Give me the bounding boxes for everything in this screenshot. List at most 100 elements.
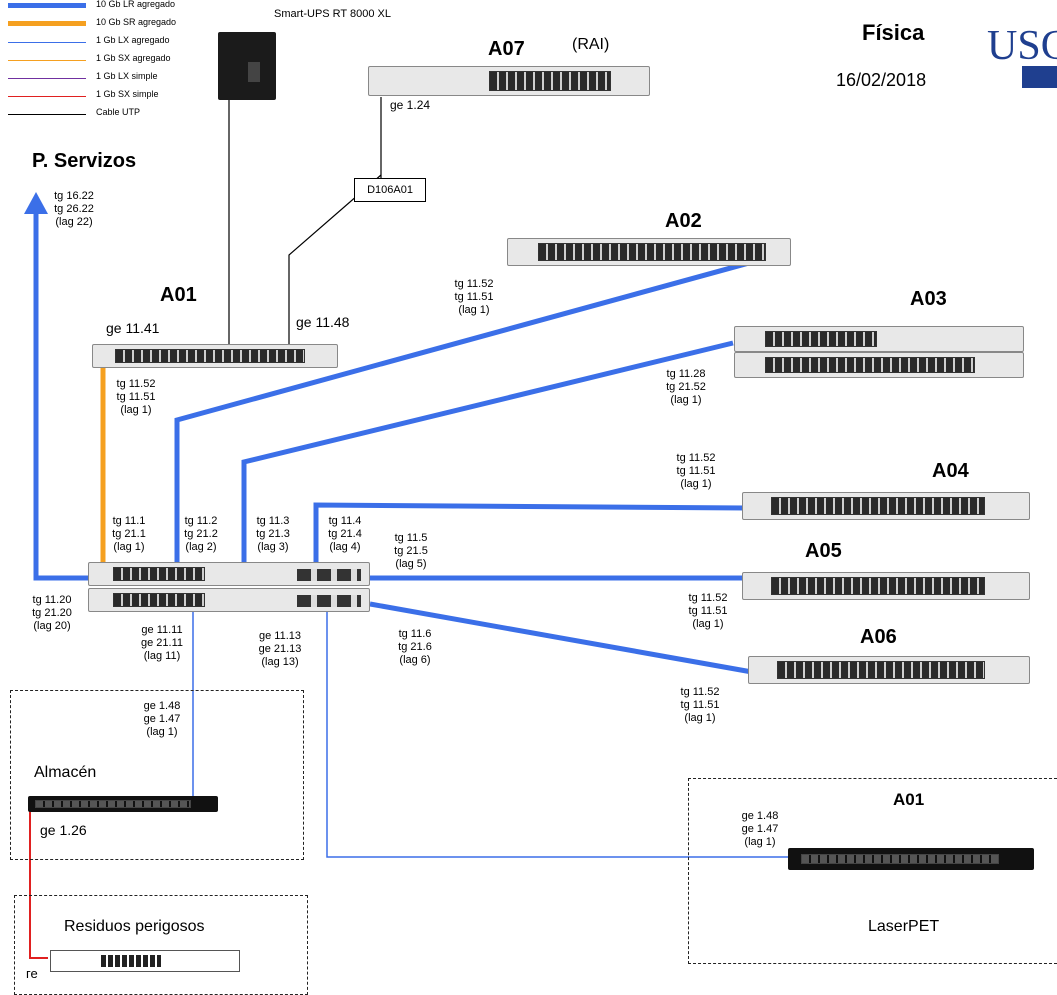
legend-swatch [8, 42, 86, 43]
a07-port-label: ge 1.24 [390, 98, 431, 112]
switch-a07[interactable] [368, 66, 650, 96]
switch-ports [765, 357, 975, 373]
switch-ports [113, 593, 205, 607]
legend-label: 10 Gb LR agregado [96, 0, 176, 9]
zone-almacen-label: Almacén [34, 764, 97, 781]
node-a06: A06 [860, 626, 897, 648]
switch-ports [538, 243, 766, 261]
switch-uplinks [297, 569, 361, 581]
legend: 10 Gb LR agregado 10 Gb SR agregado 1 Gb… [0, 0, 210, 130]
legend-swatch [8, 21, 86, 26]
legend-swatch [8, 60, 86, 61]
switch-ports [771, 497, 985, 515]
legend-row: 10 Gb SR agregado [0, 16, 200, 34]
a01-port-right: ge 11.48 [296, 314, 350, 330]
page-title: Física [862, 20, 925, 45]
switch-ports [777, 661, 985, 679]
arrow-servizos [24, 192, 48, 214]
legend-swatch [8, 114, 86, 115]
legend-label: 1 Gb SX simple [96, 89, 159, 99]
switch-a06[interactable] [748, 656, 1030, 684]
patch-panel-label: D106A01 [367, 184, 413, 196]
legend-row: 1 Gb LX simple [0, 70, 200, 88]
almacen-port-label: ge 1.26 [40, 822, 87, 838]
logo-block [1022, 66, 1057, 88]
node-a01: A01 [160, 284, 197, 306]
legend-label: Cable UTP [96, 107, 141, 117]
switch-uplinks [297, 595, 361, 607]
ups-icon [218, 32, 276, 100]
zone-almacen [10, 690, 304, 860]
switch-a01[interactable] [92, 344, 338, 368]
switch-ports [115, 349, 305, 363]
node-servizos: P. Servizos [32, 150, 137, 172]
core-switch-top[interactable] [88, 562, 370, 586]
switch-residuos[interactable] [50, 950, 240, 972]
legend-label: 1 Gb LX simple [96, 71, 158, 81]
legend-row: 10 Gb LR agregado [0, 0, 200, 16]
zone-laserpet-label: LaserPET [868, 918, 940, 935]
switch-a03-bottom[interactable] [734, 352, 1024, 378]
switch-ports [801, 854, 999, 864]
legend-label: 10 Gb SR agregado [96, 17, 177, 27]
legend-swatch [8, 78, 86, 79]
switch-almacen[interactable] [28, 796, 218, 812]
switch-laserpet[interactable] [788, 848, 1034, 870]
patch-panel-d106a01[interactable]: D106A01 [354, 178, 426, 202]
date-label: 16/02/2018 [836, 70, 927, 90]
node-a03: A03 [910, 288, 947, 310]
switch-ports [101, 955, 161, 967]
link-a04 [313, 502, 747, 566]
link-a03 [241, 340, 734, 566]
ups-label: Smart-UPS RT 8000 XL [274, 8, 391, 20]
link-laserpet [326, 612, 790, 858]
zone-residuos-label: Residuos perigosos [64, 918, 205, 935]
switch-a05[interactable] [742, 572, 1030, 600]
legend-swatch [8, 96, 86, 97]
core-switch-bottom[interactable] [88, 588, 370, 612]
node-a02: A02 [665, 210, 702, 232]
node-a07: A07 [488, 38, 525, 60]
node-a04: A04 [932, 460, 969, 482]
switch-ports [113, 567, 205, 581]
legend-label: 1 Gb LX agregado [96, 35, 170, 45]
switch-a03-top[interactable] [734, 326, 1024, 352]
link-servizos [33, 200, 95, 581]
usc-logo: USC [985, 22, 1057, 88]
legend-row: 1 Gb SX simple [0, 88, 200, 106]
switch-a02[interactable] [507, 238, 791, 266]
legend-label: 1 Gb SX agregado [96, 53, 171, 63]
a01-port-left: ge 11.41 [106, 320, 160, 336]
zone-residuos [14, 895, 308, 995]
switch-ports [35, 800, 191, 808]
switch-ports [765, 331, 877, 347]
link-a02 [174, 252, 779, 566]
residuos-port-label: ге [26, 966, 38, 981]
node-a01-laserpet: A01 [893, 790, 925, 809]
switch-ports [771, 577, 985, 595]
logo-text: USC [987, 23, 1057, 69]
legend-swatch [8, 3, 86, 8]
node-a05: A05 [805, 540, 842, 562]
utp-patch-a01 [288, 174, 382, 345]
node-a07-rai: (RAI) [572, 36, 610, 53]
legend-row: Cable UTP [0, 106, 200, 124]
switch-a04[interactable] [742, 492, 1030, 520]
